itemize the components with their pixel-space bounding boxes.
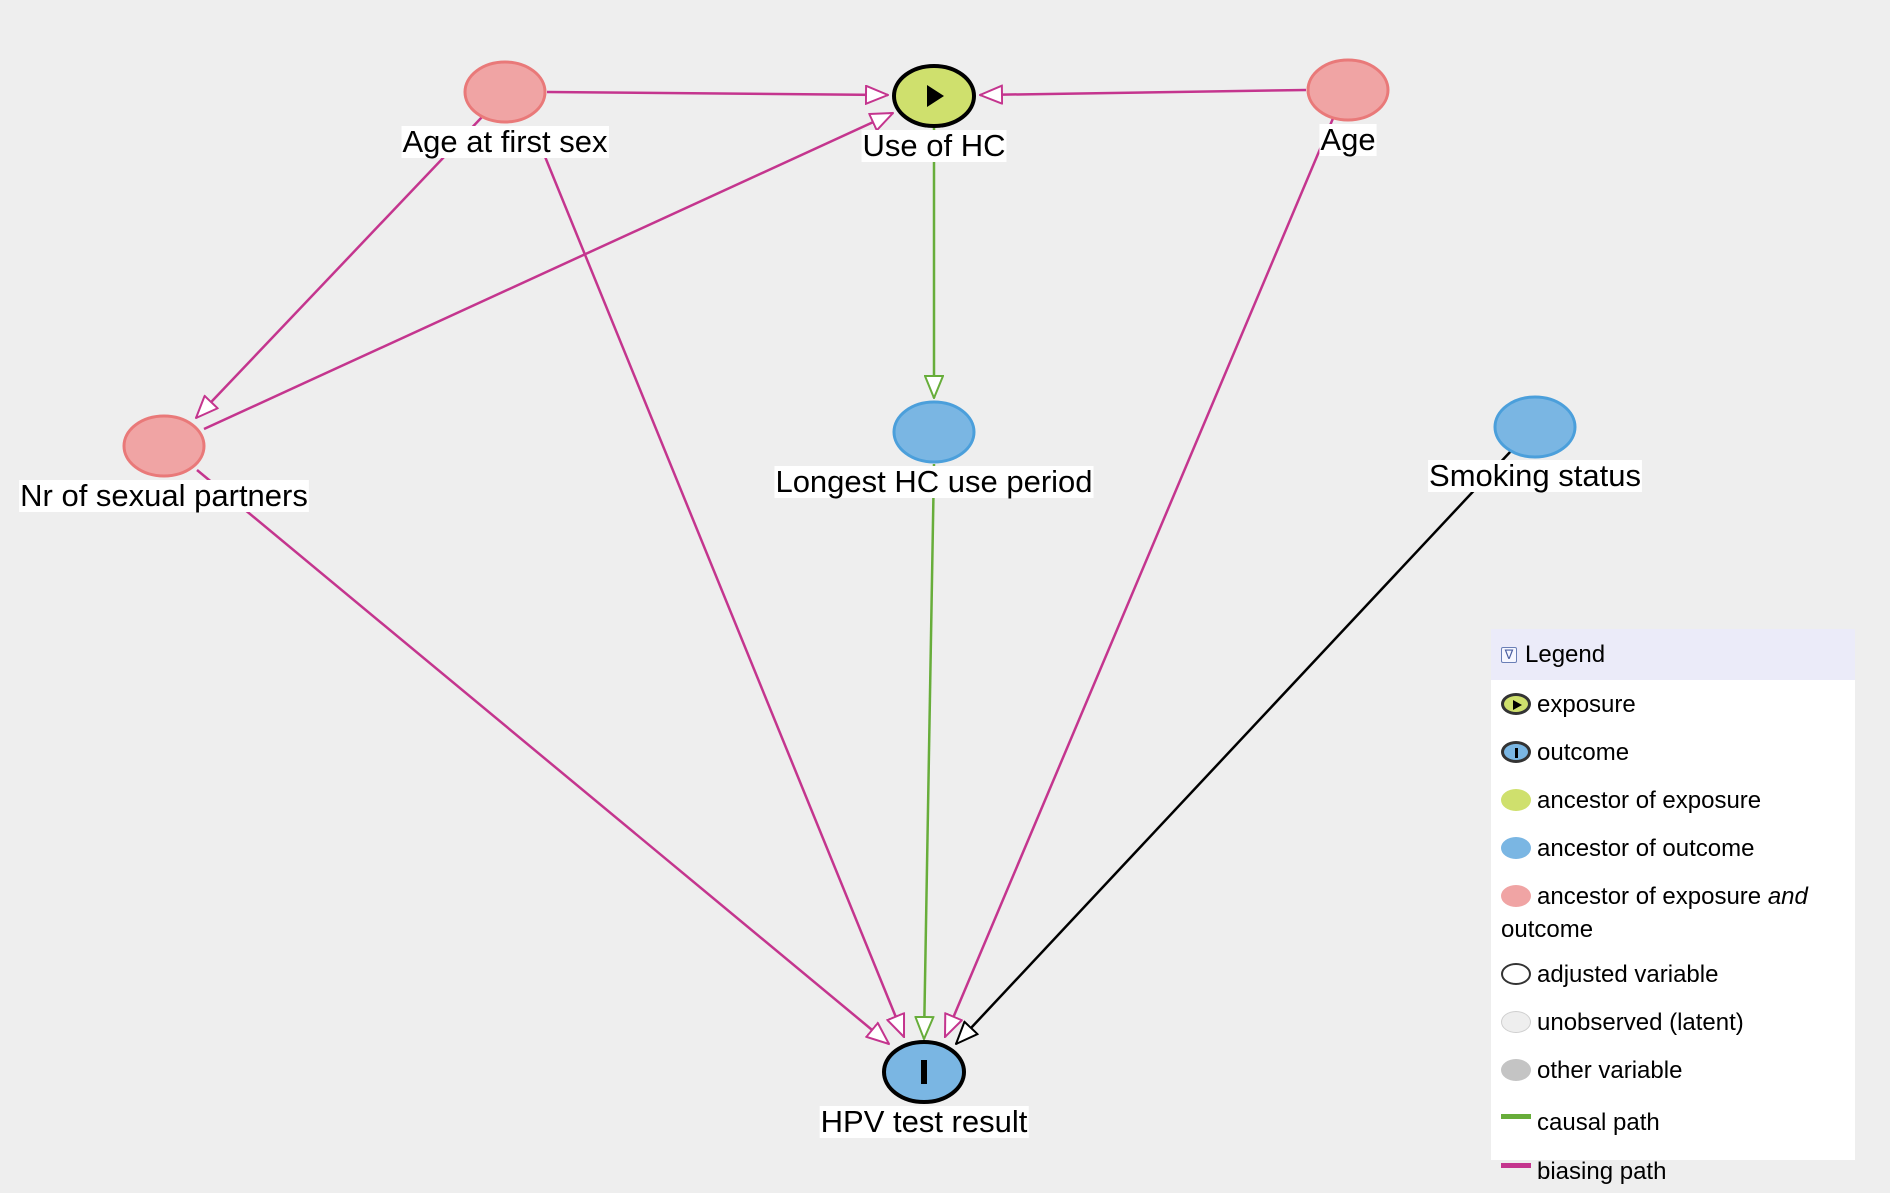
node-ellipse[interactable] (1306, 58, 1390, 122)
node-label-background (1428, 460, 1642, 492)
legend-item-label: outcome (1537, 739, 1630, 766)
node-label: Age at first sex (402, 124, 608, 159)
legend-item-label-emphasis: and (1767, 883, 1808, 910)
node-label-background (19, 480, 309, 512)
legend-item-label: biasing path (1537, 1158, 1667, 1185)
legend-item-latent: unobserved (latent) (1501, 1008, 1855, 1041)
collapse-icon[interactable]: ∇ (1501, 646, 1517, 663)
legend-item-causal: causal path (1501, 1104, 1855, 1138)
node-label-background (819, 1106, 1029, 1138)
node-use_hc[interactable]: Use of HC (861, 64, 1007, 163)
node-hpv[interactable]: HPV test result (819, 1040, 1029, 1139)
legend-item-label: causal path (1537, 1109, 1660, 1136)
edge-age_first_sex-to-nr_partners[interactable] (196, 116, 483, 418)
node-age_first_sex[interactable]: Age at first sex (401, 60, 610, 159)
legend-item-biasing: biasing path (1501, 1153, 1855, 1187)
legend-item-label: other variable (1537, 1057, 1683, 1084)
ellipse-outline (1501, 963, 1531, 993)
node-label-background (401, 126, 610, 158)
legend-header[interactable]: ∇ Legend (1491, 629, 1855, 680)
edge-nr_partners-to-use_hc[interactable] (203, 111, 893, 431)
legend-item-exposure: exposure (1501, 690, 1855, 723)
legend-item-outcome: outcome (1501, 738, 1855, 771)
edges-layer (196, 90, 1512, 1044)
node-label-background (861, 130, 1007, 162)
outcome-icon (1501, 741, 1531, 771)
legend-item-label-continued: outcome (1501, 916, 1594, 943)
edge-age-to-use_hc[interactable] (980, 90, 1307, 95)
edge-smoking-to-hpv[interactable] (956, 450, 1512, 1044)
ellipse-light (1501, 1011, 1531, 1041)
legend-item-label: adjusted variable (1537, 961, 1719, 988)
legend-title: Legend (1525, 640, 1606, 668)
ellipse-red (1501, 885, 1531, 915)
ellipse-green (1501, 789, 1531, 819)
node-ellipse[interactable] (892, 400, 976, 464)
node-nr_partners[interactable]: Nr of sexual partners (19, 414, 309, 513)
legend-item-label: exposure (1537, 691, 1636, 718)
ellipse-gray (1501, 1059, 1531, 1089)
edge-age-to-hpv[interactable] (943, 115, 1336, 1037)
node-label: Smoking status (1429, 458, 1641, 493)
ellipse-blue (1501, 837, 1531, 867)
legend-item-ancestor_both: ancestor of exposure and outcome (1501, 882, 1855, 945)
legend-item-ancestor_exposure: ancestor of exposure (1501, 786, 1855, 819)
node-label: Longest HC use period (775, 464, 1092, 499)
legend-item-adjusted: adjusted variable (1501, 960, 1855, 993)
node-label-background (774, 466, 1094, 498)
legend-item-label: ancestor of outcome (1537, 835, 1755, 862)
legend-item-label: ancestor of exposure (1537, 883, 1768, 910)
node-longest_hc[interactable]: Longest HC use period (774, 400, 1094, 499)
exposure-icon (1501, 693, 1531, 723)
legend-item-ancestor_outcome: ancestor of outcome (1501, 834, 1855, 867)
node-label-background (1319, 124, 1377, 156)
edge-longest_hc-to-hpv[interactable] (924, 463, 936, 1039)
edge-age_first_sex-to-hpv[interactable] (535, 136, 906, 1037)
node-label: HPV test result (821, 1104, 1028, 1139)
legend-item-label: unobserved (latent) (1537, 1009, 1744, 1036)
node-label: Use of HC (863, 128, 1006, 163)
nodes-layer: Age at first sex Use of HC Age Nr of sexual… (19, 58, 1642, 1139)
edge-nr_partners-to-hpv[interactable] (196, 469, 889, 1044)
node-label: Age (1320, 122, 1375, 157)
legend-item-label: ancestor of exposure (1537, 787, 1762, 814)
line-magenta (1501, 1153, 1531, 1183)
node-label: Nr of sexual partners (20, 478, 308, 513)
edge-age_first_sex-to-use_hc[interactable] (546, 92, 888, 95)
outcome-bar-icon (921, 1060, 927, 1084)
legend-item-other: other variable (1501, 1056, 1855, 1089)
node-smoking[interactable]: Smoking status (1428, 395, 1642, 493)
line-green (1501, 1104, 1531, 1134)
node-ellipse[interactable] (463, 60, 547, 124)
play-icon (927, 85, 944, 107)
node-ellipse[interactable] (122, 414, 206, 478)
node-ellipse[interactable] (1493, 395, 1577, 459)
node-age[interactable]: Age (1306, 58, 1390, 157)
